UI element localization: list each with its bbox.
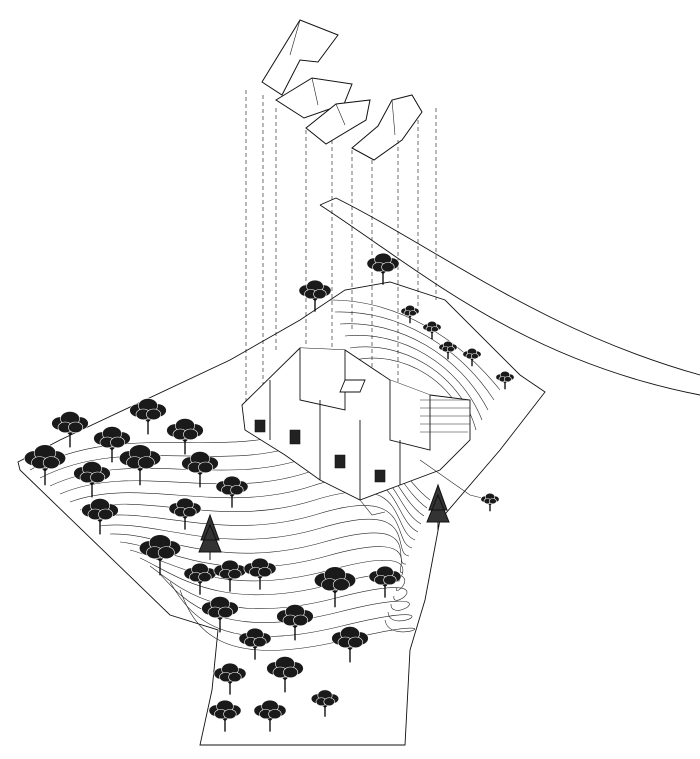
tree-icon (93, 426, 131, 463)
tree-icon (51, 411, 89, 448)
tree-icon (438, 340, 458, 360)
tree-icon (181, 451, 219, 488)
contour-line (169, 581, 413, 637)
tree-icon (368, 565, 402, 598)
contour-line (344, 335, 483, 421)
tree-icon (118, 444, 162, 486)
roof-panel (305, 99, 371, 145)
contour-line (334, 311, 495, 401)
tree-icon (266, 656, 304, 693)
tree-icon (183, 562, 217, 595)
tree-icon (215, 475, 249, 508)
tree-icon (400, 304, 420, 324)
tree-icon (366, 252, 400, 285)
tree-icon (168, 497, 202, 530)
tree-icon (253, 699, 287, 732)
tree-icon (422, 320, 442, 340)
tree-icon (208, 699, 242, 732)
contour-line (149, 565, 408, 610)
roof-panel (275, 77, 353, 119)
site-outline (17, 281, 546, 746)
projection-lines (245, 90, 437, 420)
tree-icon (331, 626, 369, 663)
trees (24, 252, 515, 732)
building (241, 347, 491, 516)
tree-icon (24, 444, 67, 486)
contour-line (79, 491, 416, 541)
conifer-tree-icon (198, 513, 222, 560)
contour-line (59, 463, 422, 525)
road (319, 197, 700, 396)
tree-icon (314, 566, 356, 608)
contour-line (69, 477, 419, 533)
tree-icon (73, 461, 111, 498)
tree-icon (81, 498, 119, 535)
tree-icon (243, 557, 277, 590)
tree-icon (129, 398, 167, 435)
tree-icon (166, 418, 204, 455)
tree-icon (298, 279, 332, 312)
tree-icon (213, 559, 247, 592)
contour-line (339, 323, 489, 411)
roof-panel (351, 94, 423, 161)
tree-icon (276, 604, 314, 641)
roof-panels (261, 19, 423, 161)
tree-icon (213, 662, 247, 695)
tree-icon (495, 370, 515, 390)
contour-line (159, 573, 410, 623)
tree-icon (462, 347, 482, 367)
conifer-tree-icon (426, 483, 450, 530)
tree-icon (310, 689, 340, 717)
tree-icon (480, 492, 500, 512)
contour-line (89, 505, 413, 549)
tree-icon (238, 627, 272, 660)
contour-line (99, 518, 410, 557)
tree-icon (201, 596, 239, 633)
tree-icon (139, 534, 182, 576)
